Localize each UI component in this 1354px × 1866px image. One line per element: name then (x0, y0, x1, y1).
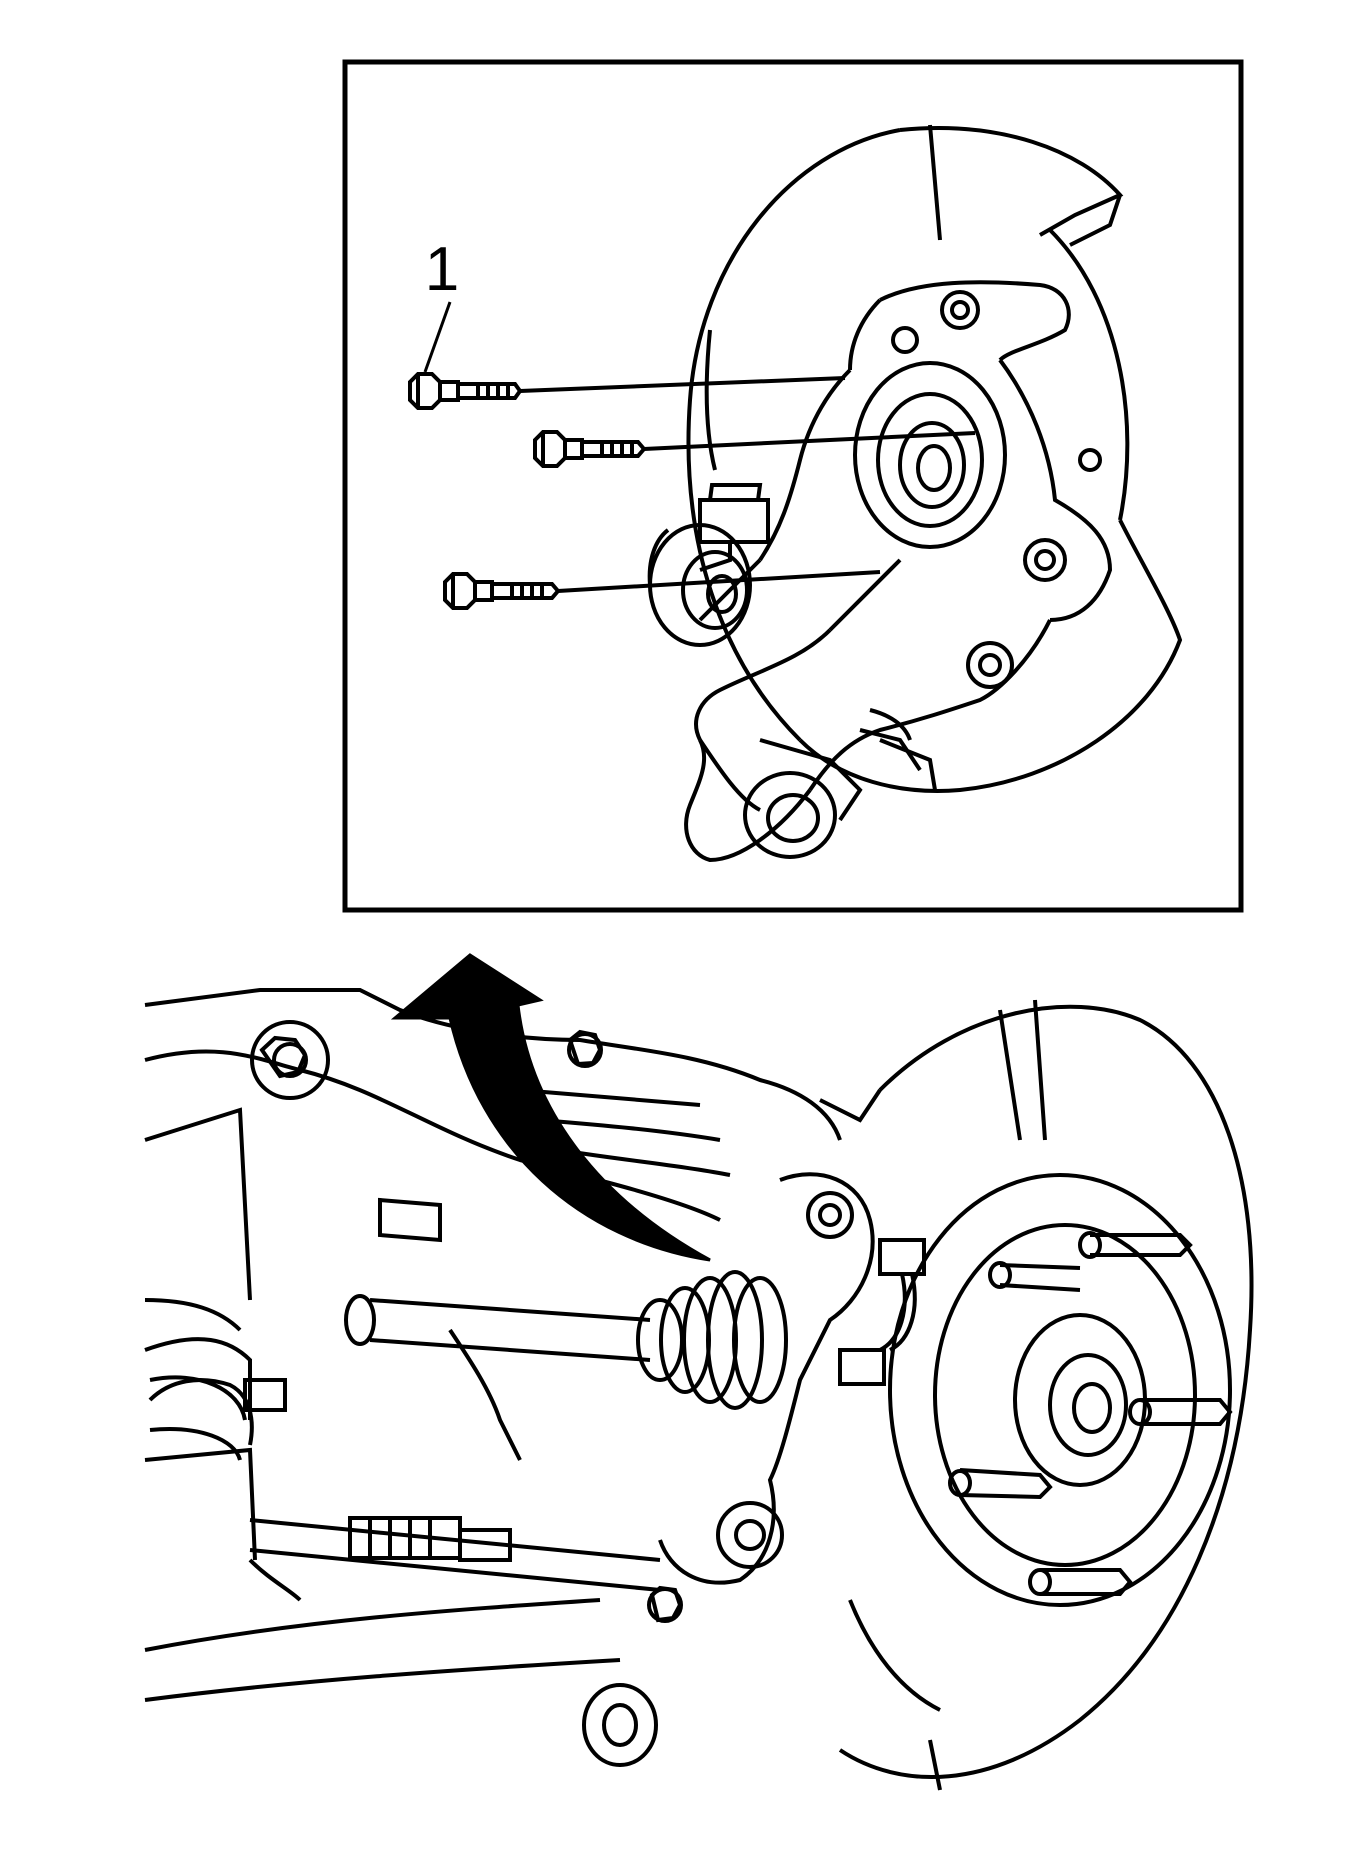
callout-label-1: 1 (425, 235, 459, 304)
lower-arm-bushing (582, 1683, 658, 1767)
subframe (144, 1107, 257, 1561)
main-assembly (144, 988, 1254, 1791)
main-splash-shield (819, 1004, 1254, 1779)
inset-knuckle (684, 280, 1113, 863)
lower-frame-rail (144, 1558, 621, 1702)
inset-bolt-upper (408, 372, 846, 410)
zoom-arrow (390, 953, 711, 1262)
inset-bolt-lower (443, 570, 881, 610)
spring-seat (149, 1375, 247, 1461)
toe-link (249, 1518, 661, 1592)
inset-splash-shield (686, 124, 1183, 793)
main-hub (888, 1173, 1232, 1607)
callout-leader (423, 301, 452, 373)
upper-arm-bushing (250, 1020, 330, 1100)
wheel-studs (948, 1231, 1233, 1596)
cv-boot (636, 1270, 788, 1410)
drive-shaft (369, 1298, 651, 1362)
wheel-speed-sensor (838, 1238, 926, 1386)
inset-bolt-middle (533, 430, 976, 468)
upper-control-arm (144, 988, 842, 1222)
inset-lower-arm (698, 708, 922, 859)
detail-inset: 1 (342, 59, 1244, 913)
inset-hub-bearing (853, 361, 1007, 549)
main-knuckle (658, 1172, 875, 1585)
